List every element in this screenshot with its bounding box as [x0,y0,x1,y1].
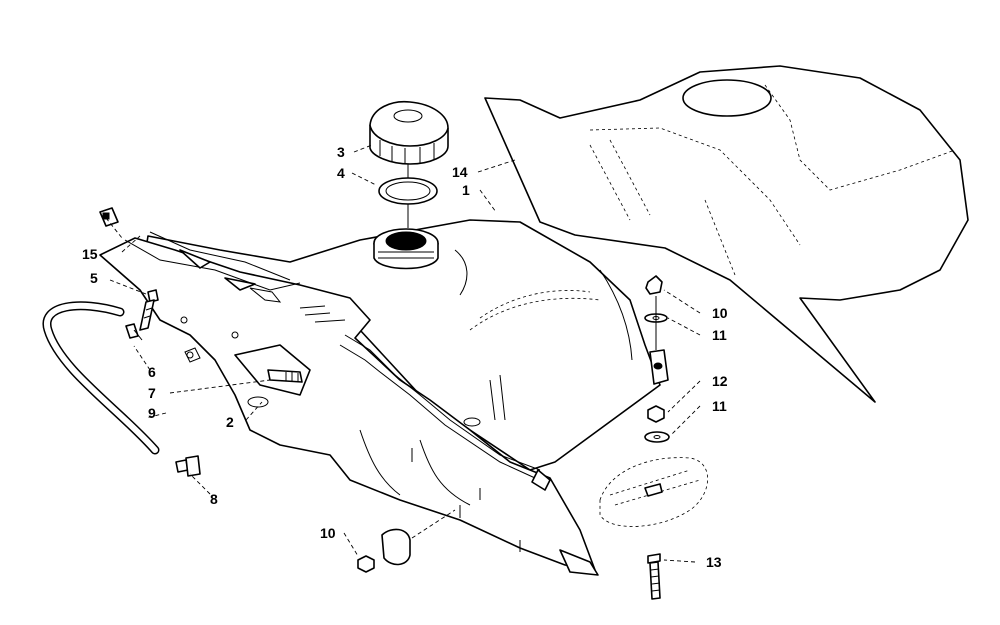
washer-part-11-lower [644,431,670,443]
drain-fitting-part-8 [175,455,201,477]
callout-3: 3 [337,144,345,160]
callout-5: 5 [90,270,98,286]
bolt-part-13 [647,553,661,600]
callout-10-upper: 10 [712,305,728,321]
callout-labels: 3 4 14 1 15 5 6 7 9 2 8 10 10 11 12 11 1… [82,144,728,570]
nut-part-10-lower [357,555,375,573]
callout-8: 8 [210,491,218,507]
mounting-plate [599,457,709,527]
callout-11-lower: 11 [712,398,727,414]
gasket-part-4 [378,164,438,228]
hose-clamp-part-6 [125,323,143,341]
seat-part-14 [484,65,969,403]
mount-bracket [649,296,669,385]
callout-14: 14 [452,164,468,180]
callout-2: 2 [226,414,234,430]
callout-6: 6 [148,364,156,380]
fuel-cap-part-3 [369,100,449,165]
callout-13: 13 [706,554,722,570]
callout-7: 7 [148,385,156,401]
callout-4: 4 [337,165,345,181]
fuel-hose-part-9 [42,301,160,455]
callout-1: 1 [462,182,470,198]
callout-15: 15 [82,246,98,262]
callout-12: 12 [712,373,728,389]
leader-lines [105,144,701,563]
callout-9: 9 [148,405,156,421]
callout-11-upper: 11 [712,327,727,343]
rubber-mount [381,509,456,566]
clip-part-15 [99,207,119,227]
callout-10-lower: 10 [320,525,336,541]
fitting-part-5 [139,289,159,331]
fuel-valve-part-7 [184,347,303,383]
nut-part-12 [647,405,665,423]
nut-part-10-upper [645,275,663,295]
